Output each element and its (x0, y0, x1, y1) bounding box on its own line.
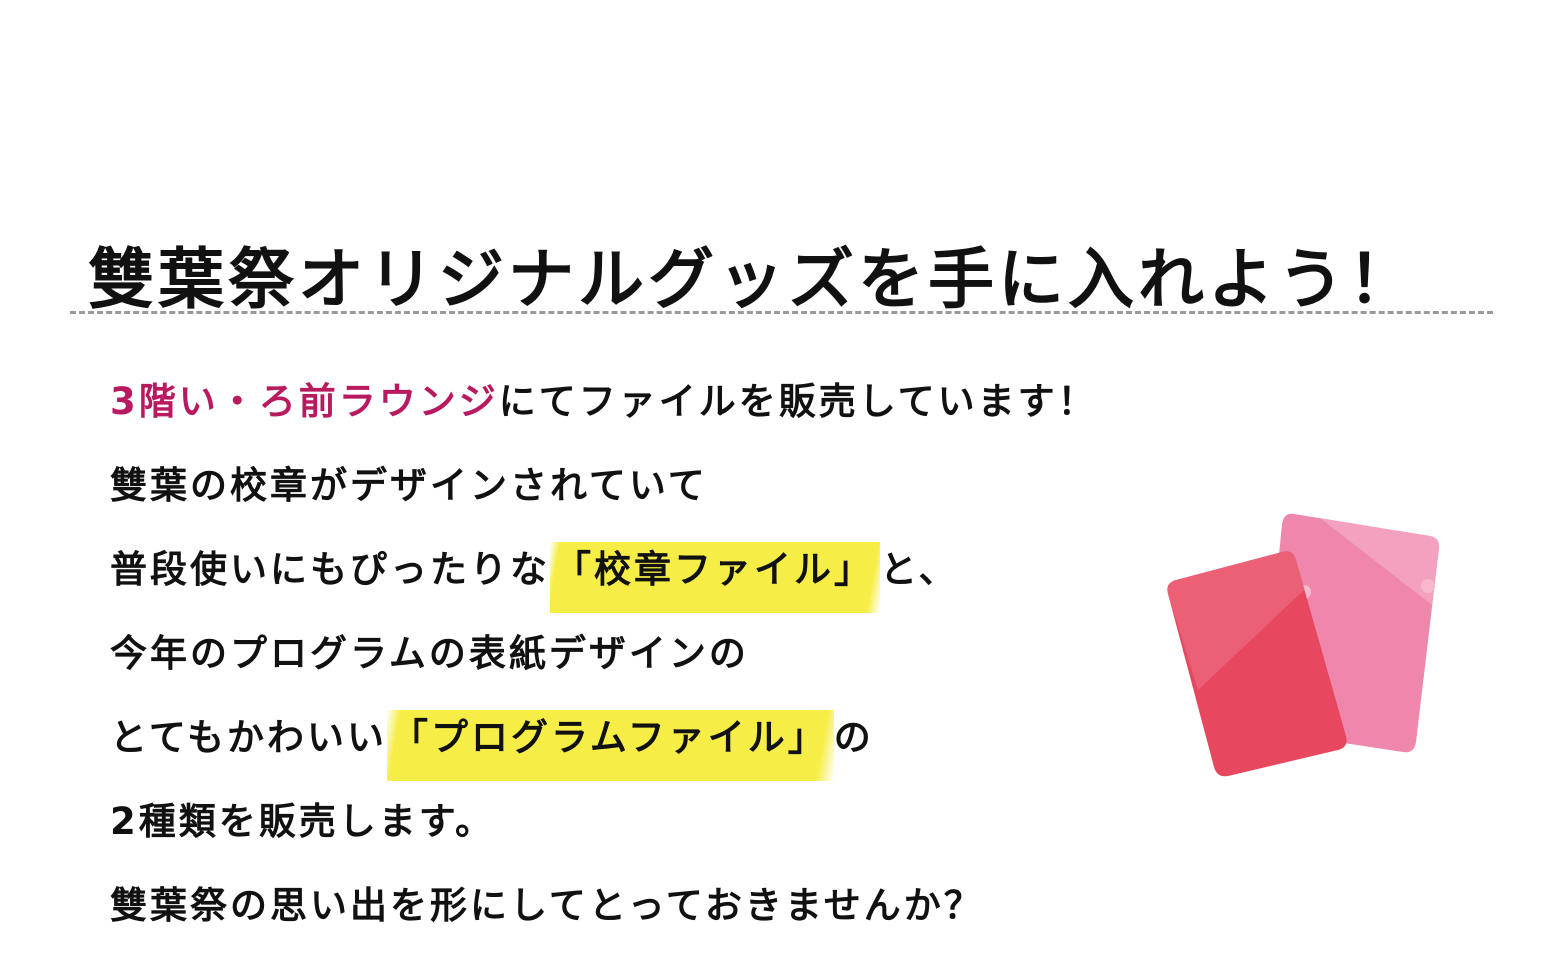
highlight-program-file: 「プログラムファイル」 (387, 710, 834, 781)
sales-location: 3階い・ろ前ラウンジ (110, 380, 499, 423)
announcement-line-2: 雙葉の校章がデザインされていて (110, 464, 708, 507)
clear-files-icon (1167, 513, 1440, 777)
announcement-line-6: 2種類を販売します。 (110, 800, 496, 843)
line-5-after: の (833, 716, 874, 759)
announcement-line-7: 雙葉祭の思い出を形にしてとっておきませんか？ (110, 884, 984, 927)
announcement-line-location: 3階い・ろ前ラウンジにてファイルを販売しています！ (110, 372, 1130, 456)
page-title: 雙葉祭オリジナルグッズを手に入れよう！ (88, 241, 1418, 319)
announcement-line-4: 今年のプログラムの表紙デザインの (110, 632, 749, 675)
announcement-line-5: とてもかわいい「プログラムファイル」の (110, 708, 1130, 792)
title-divider (70, 311, 1493, 314)
line-3-before: 普段使いにもぴったりな (110, 548, 550, 591)
front-file-icon (1167, 551, 1347, 777)
highlight-crest-file: 「校章ファイル」 (550, 542, 880, 613)
announcement-text: 3階い・ろ前ラウンジにてファイルを販売しています！ 雙葉の校章がデザインされてい… (110, 372, 1130, 960)
announcement-line-3: 普段使いにもぴったりな「校章ファイル」と、 (110, 540, 1130, 624)
sales-location-rest: にてファイルを販売しています！ (498, 380, 1098, 423)
line-5-before: とてもかわいい (110, 716, 388, 759)
line-3-after: と、 (880, 548, 959, 591)
